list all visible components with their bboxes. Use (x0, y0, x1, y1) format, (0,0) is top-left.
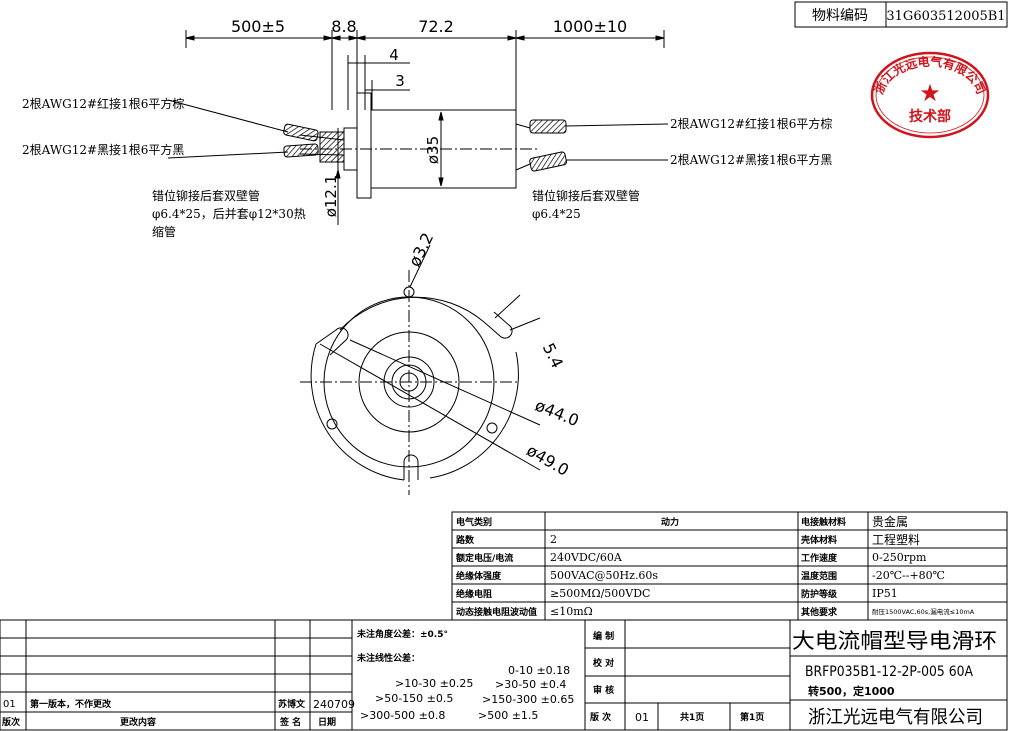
spec-row-3-key: 绝缘体强度 (456, 570, 502, 582)
spec-header-c4: 贵金属 (872, 514, 908, 529)
edition-value: 01 (635, 711, 649, 724)
note-left-black: 2根AWG12#黑接1根6平方黑 (22, 142, 184, 157)
dim-dia-flange: ø12.1 (322, 175, 340, 218)
title-block-grid (0, 619, 1008, 731)
spec-row-5-value2: 耐压1500VAC,60s,漏电流≤10mA (872, 607, 975, 616)
note-left-red: 2根AWG12#红接1根6平方棕 (22, 96, 184, 111)
spec-row-4-key: 绝缘电阻 (456, 588, 492, 600)
material-code-label: 物料编码 (812, 8, 868, 24)
note-right-sleeve-1: 错位铆接后套双壁管 (532, 188, 640, 203)
spec-table: 电气类别 动力 电接触材料 贵金属 路数 2 壳体材料 工程塑料 额定电压/电流… (456, 514, 975, 618)
spec-row-2-key2: 工作速度 (801, 552, 838, 564)
star-icon: ★ (919, 79, 941, 107)
speed-note: 转500，定1000 (808, 684, 895, 698)
dim-body-length: 72.2 (418, 17, 454, 36)
tolerance-5: >150-300 ±0.65 (482, 693, 574, 706)
tolerance-4: >50-150 ±0.5 (375, 692, 453, 705)
dim-outer: ø49.0 (523, 441, 572, 480)
spec-row-1-value2: 工程塑料 (872, 532, 920, 547)
tolerance-7: >500 ±1.5 (478, 709, 538, 722)
spec-row-1-key: 路数 (456, 534, 475, 546)
spec-row-5-key2: 其他要求 (801, 606, 838, 618)
dim-right-lead: 1000±10 (553, 17, 627, 36)
material-code-value: 31G603512005B1 (886, 9, 1005, 24)
rev-signer: 苏博文 (278, 698, 306, 710)
role-draw: 编 制 (593, 630, 614, 642)
role-check: 校 对 (593, 657, 614, 669)
note-right-sleeve-2: φ6.4*25 (532, 207, 581, 221)
spec-table-grid (451, 511, 1008, 621)
rev-header-sign: 签 名 (279, 716, 301, 728)
tolerance-3: >30-50 ±0.4 (495, 678, 566, 691)
spec-row-4-key2: 防护等级 (801, 588, 838, 600)
linear-tolerance: 未注线性公差： (356, 652, 420, 664)
spec-row-4-value: ≥500MΩ/500VDC (550, 587, 650, 600)
tolerance-6: >300-500 ±0.8 (360, 709, 445, 722)
title-block: 01 第一版本，不作更改 苏博文 240709 版次 更改内容 签 名 日期 未… (1, 628, 997, 728)
spec-header-c3: 电接触材料 (801, 516, 846, 528)
dim-left-lead: 500±5 (231, 17, 285, 36)
dim-3: 3 (395, 72, 405, 90)
rev-header-ver: 版次 (1, 716, 20, 728)
note-right-red: 2根AWG12#红接1根6平方棕 (670, 116, 832, 131)
dim-hole: ø3.2 (405, 230, 438, 270)
spec-row-3-key2: 温度范围 (801, 570, 837, 582)
spec-row-4-value2: IP51 (872, 587, 898, 600)
rev-header-content: 更改内容 (120, 716, 156, 728)
angle-tolerance: 未注角度公差：±0.5° (356, 628, 448, 640)
spec-row-3-value: 500VAC@50Hz.60s (550, 569, 658, 582)
spec-row-5-key: 动态接触电阻波动值 (456, 606, 537, 618)
rev-content: 第一版本，不作更改 (30, 698, 112, 710)
dim-slot: 5.4 (539, 340, 567, 371)
spec-row-2-value2: 0-250rpm (872, 551, 927, 564)
spec-header-c2: 动力 (661, 516, 679, 528)
spec-row-1-value: 2 (550, 533, 557, 546)
dim-4: 4 (389, 46, 399, 64)
spec-row-1-key2: 壳体材料 (800, 534, 837, 546)
rev-header-date: 日期 (318, 716, 336, 728)
spec-row-5-value: ≤10mΩ (550, 605, 593, 618)
spec-row-2-key: 额定电压/电流 (456, 552, 513, 564)
company-stamp: 浙江光远电气有限公司 ★ 技术部 (870, 51, 990, 139)
dim-dia-body: ø35 (424, 136, 442, 164)
spec-row-3-value2: -20℃--+80℃ (872, 569, 945, 582)
product-model: BRFP035B1-12-2P-005 60A (805, 664, 973, 680)
company-name: 浙江光远电气有限公司 (808, 707, 983, 728)
material-code-box (794, 1, 1008, 28)
crimp-sleeves (283, 119, 568, 172)
rev-date: 240709 (313, 698, 355, 711)
tolerance-2: 0-10 ±0.18 (508, 664, 570, 677)
rev-ver: 01 (3, 699, 16, 710)
stamp-dept-text: 技术部 (909, 108, 951, 125)
page-number: 第1页 (740, 711, 764, 723)
role-review: 审 核 (593, 684, 614, 696)
spec-header-c1: 电气类别 (456, 516, 492, 528)
edition-label: 版 次 (589, 711, 611, 723)
tolerance-1: >10-30 ±0.25 (395, 677, 473, 690)
total-pages: 共1页 (680, 711, 704, 723)
note-left-sleeve-2: φ6.4*25，后并套φ12*30热 (152, 207, 306, 221)
front-view (300, 244, 541, 495)
note-left-sleeve-3: 缩管 (152, 224, 176, 239)
note-left-sleeve-1: 错位铆接后套双壁管 (152, 188, 260, 203)
product-name: 大电流帽型导电滑环 (792, 629, 997, 653)
dim-flange-gap: 8.8 (331, 17, 356, 36)
note-right-black: 2根AWG12#黑接1根6平方黑 (670, 152, 832, 167)
spec-row-2-value: 240VDC/60A (550, 551, 623, 564)
